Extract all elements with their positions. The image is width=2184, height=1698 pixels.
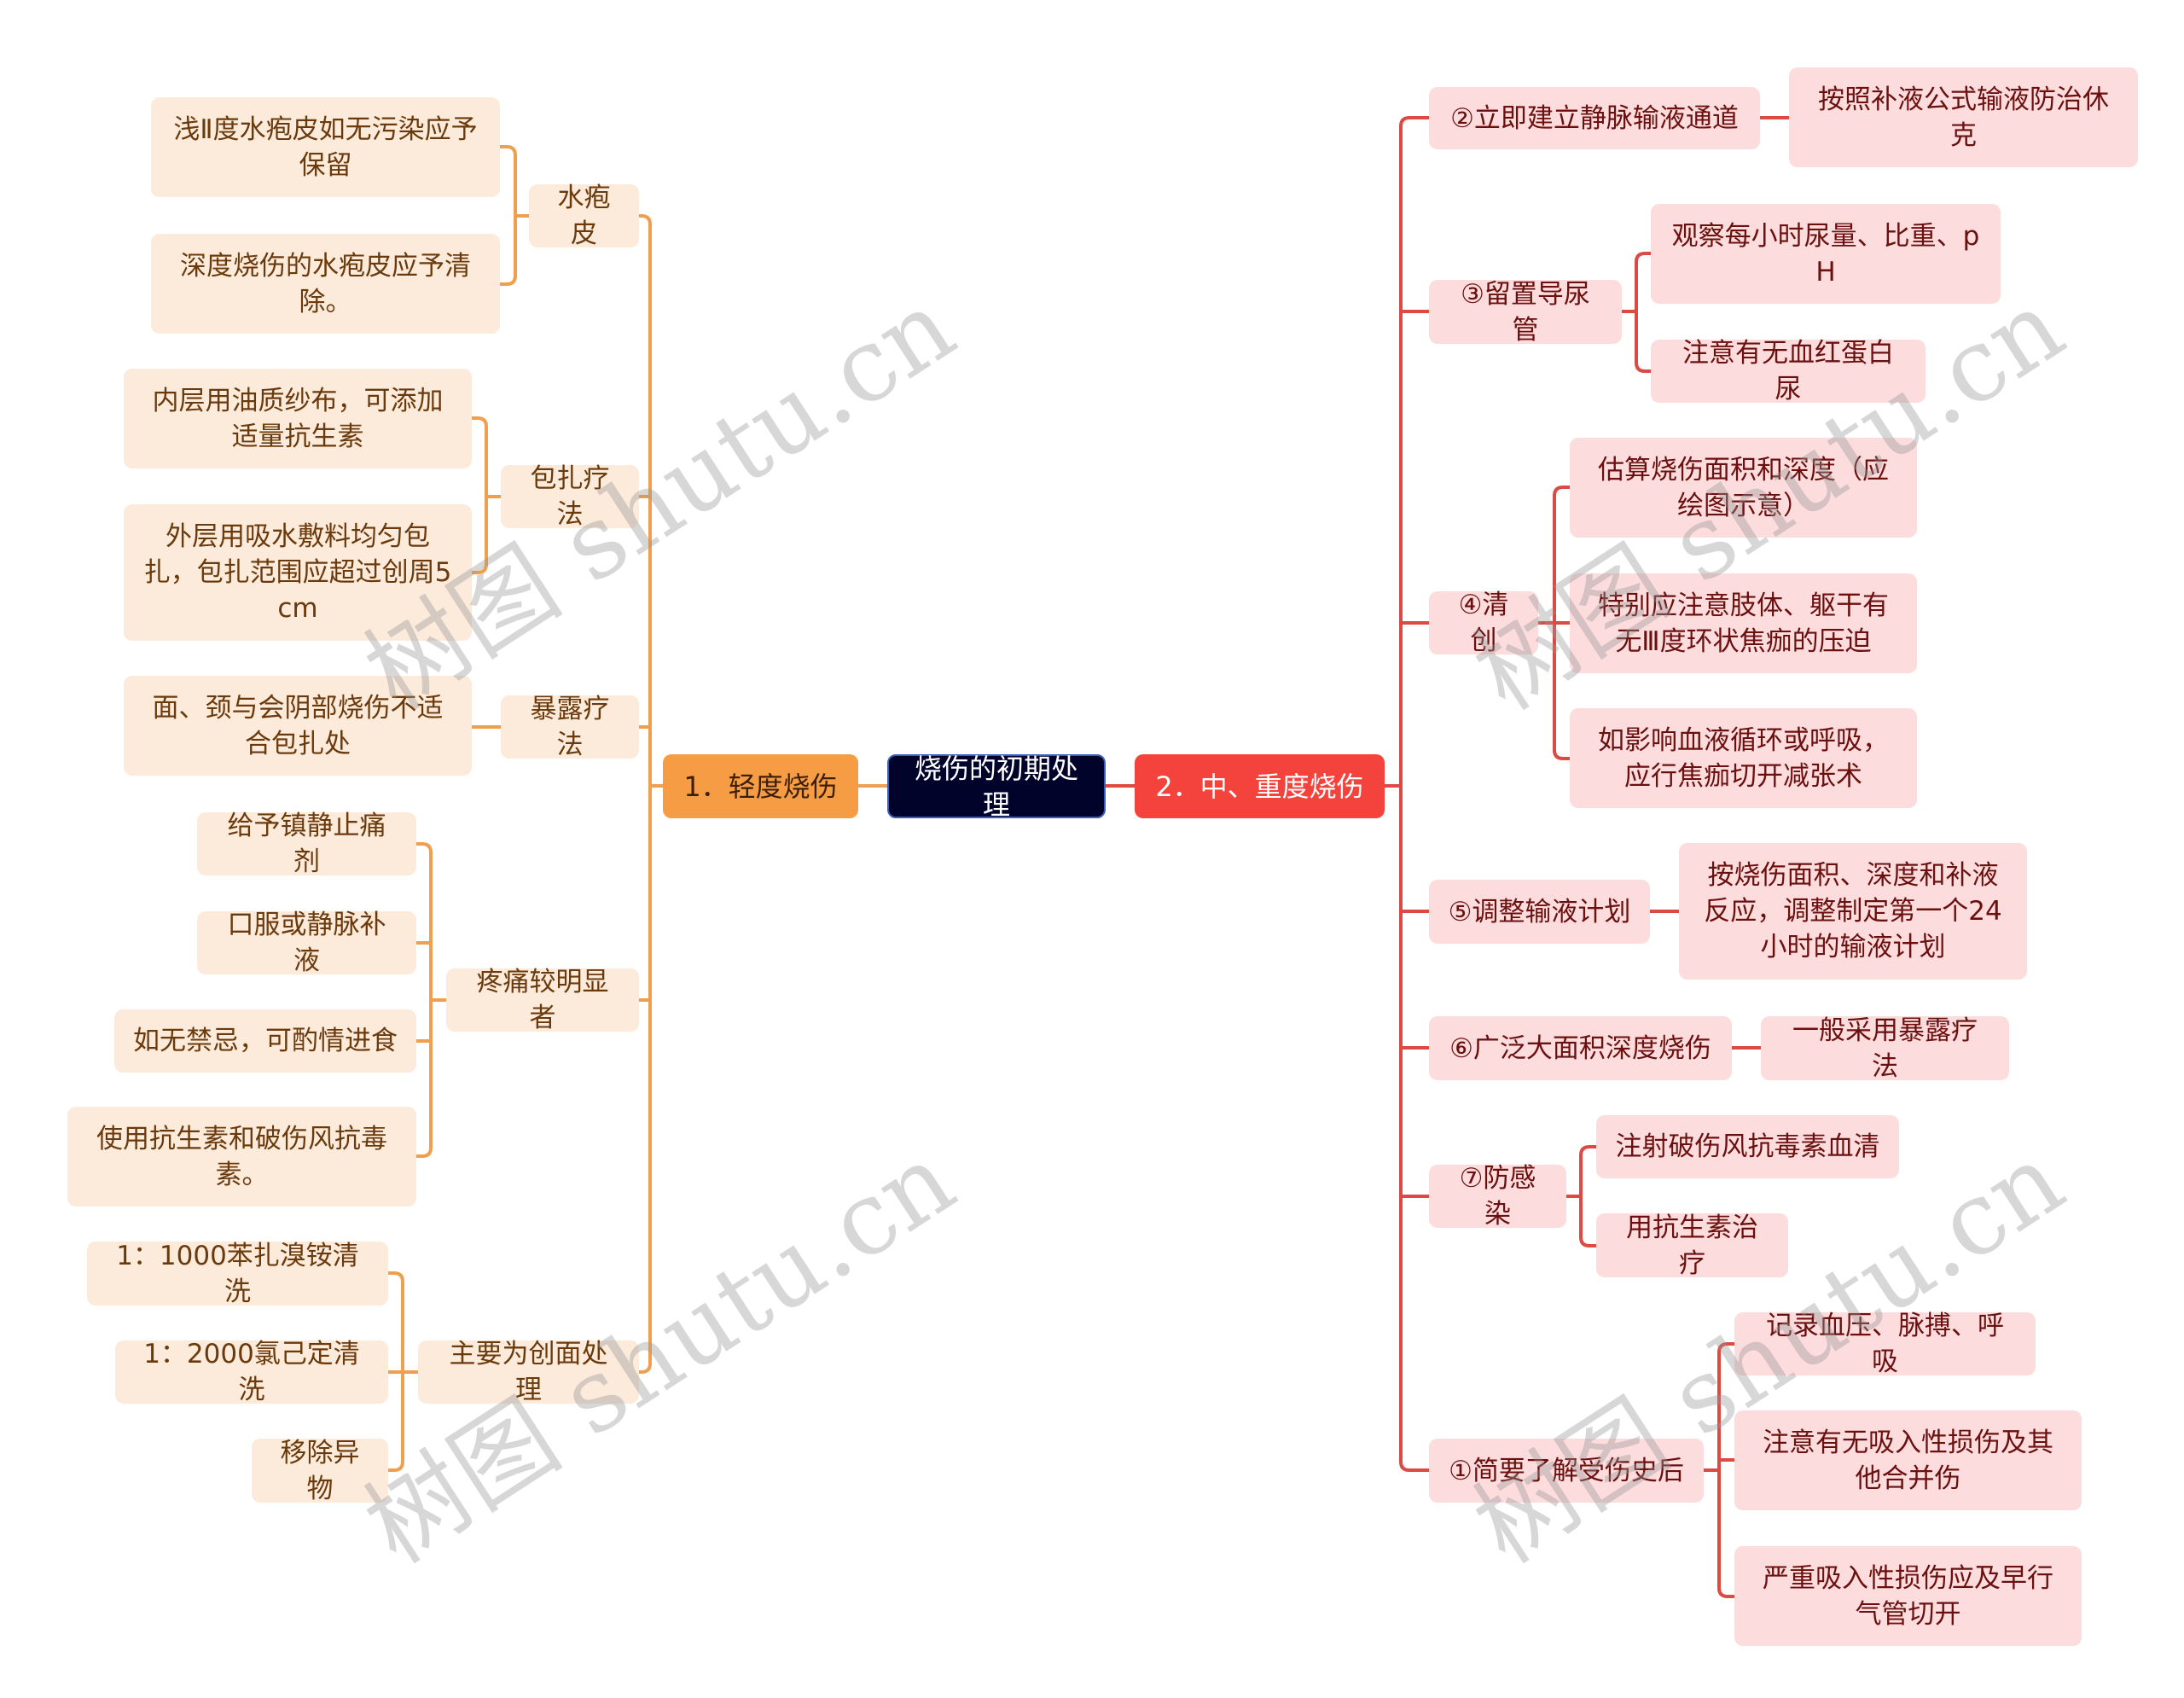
topic-label: ②立即建立静脉输液通道 bbox=[1450, 102, 1739, 134]
leaf-label: 口服或静脉补液 bbox=[227, 910, 386, 976]
topic-label: ①简要了解受伤史后 bbox=[1449, 1455, 1684, 1486]
leaf-label: 外层用吸水敷料均匀包扎，包扎范围应超过创周5cm bbox=[143, 521, 452, 624]
topic-wound-treatment[interactable]: 主要为创面处理 bbox=[418, 1339, 639, 1405]
leaf-label: 特别应注意肢体、躯干有无Ⅲ度环状焦痂的压迫 bbox=[1598, 590, 1889, 657]
topic-label: ⑥广泛大面积深度烧伤 bbox=[1449, 1032, 1711, 1064]
topic-bandage-therapy[interactable]: 包扎疗法 bbox=[501, 463, 639, 530]
topic-blister-skin[interactable]: 水疱皮 bbox=[529, 183, 639, 249]
leaf-node[interactable]: 1：1000苯扎溴铵清洗 bbox=[87, 1241, 388, 1307]
topic-catheter[interactable]: ③留置导尿管 bbox=[1429, 279, 1622, 346]
leaf-node[interactable]: 观察每小时尿量、比重、pH bbox=[1651, 204, 2001, 304]
topic-label: ③留置导尿管 bbox=[1461, 278, 1590, 346]
topic-injury-history[interactable]: ①简要了解受伤史后 bbox=[1429, 1439, 1704, 1503]
leaf-node[interactable]: 深度烧伤的水疱皮应予清除。 bbox=[151, 234, 500, 334]
topic-label: 包扎疗法 bbox=[530, 463, 610, 530]
topic-label: ④清创 bbox=[1458, 590, 1509, 656]
leaf-node[interactable]: 外层用吸水敷料均匀包扎，包扎范围应超过创周5cm bbox=[124, 504, 472, 641]
leaf-node[interactable]: 口服或静脉补液 bbox=[197, 910, 416, 976]
leaf-node[interactable]: 面、颈与会阴部烧伤不适合包扎处 bbox=[124, 676, 472, 776]
leaf-node[interactable]: 移除异物 bbox=[252, 1438, 388, 1504]
branch-severe-burn[interactable]: 2．中、重度烧伤 bbox=[1135, 754, 1385, 818]
leaf-label: 深度烧伤的水疱皮应予清除。 bbox=[180, 250, 471, 317]
leaf-node[interactable]: 一般采用暴露疗法 bbox=[1761, 1015, 2009, 1082]
branch-mild-burn[interactable]: 1．轻度烧伤 bbox=[663, 754, 858, 818]
leaf-label: 观察每小时尿量、比重、pH bbox=[1671, 220, 1980, 288]
leaf-label: 1：1000苯扎溴铵清洗 bbox=[116, 1240, 359, 1307]
leaf-label: 用抗生素治疗 bbox=[1626, 1212, 1758, 1279]
leaf-node[interactable]: 按照补液公式输液防治休克 bbox=[1789, 67, 2138, 167]
topic-debridement[interactable]: ④清创 bbox=[1429, 590, 1538, 656]
leaf-label: 如影响血液循环或呼吸，应行焦痂切开减张术 bbox=[1598, 724, 1889, 792]
branch-label: 2．中、重度烧伤 bbox=[1155, 770, 1364, 803]
topic-extensive-burn[interactable]: ⑥广泛大面积深度烧伤 bbox=[1429, 1016, 1732, 1080]
leaf-label: 估算烧伤面积和深度（应绘图示意） bbox=[1598, 454, 1889, 521]
leaf-node[interactable]: 特别应注意肢体、躯干有无Ⅲ度环状焦痂的压迫 bbox=[1570, 573, 1917, 673]
leaf-label: 记录血压、脉搏、呼吸 bbox=[1766, 1311, 2004, 1377]
leaf-node[interactable]: 注意有无吸入性损伤及其他合并伤 bbox=[1734, 1410, 2082, 1510]
topic-label: ⑤调整输液计划 bbox=[1448, 896, 1631, 928]
topic-iv-channel[interactable]: ②立即建立静脉输液通道 bbox=[1429, 87, 1760, 149]
leaf-node[interactable]: 使用抗生素和破伤风抗毒素。 bbox=[67, 1107, 416, 1207]
topic-adjust-infusion[interactable]: ⑤调整输液计划 bbox=[1429, 880, 1650, 944]
topic-infection-prevention[interactable]: ⑦防感染 bbox=[1429, 1163, 1566, 1230]
leaf-node[interactable]: 记录血压、脉搏、呼吸 bbox=[1734, 1311, 2036, 1377]
root-node[interactable]: 烧伤的初期处理 bbox=[887, 753, 1106, 821]
leaf-node[interactable]: 注意有无血红蛋白尿 bbox=[1651, 338, 1926, 404]
leaf-label: 注意有无血红蛋白尿 bbox=[1682, 338, 1894, 404]
leaf-label: 1：2000氯己定清洗 bbox=[143, 1339, 360, 1405]
leaf-label: 面、颈与会阴部烧伤不适合包扎处 bbox=[152, 692, 444, 759]
leaf-label: 内层用油质纱布，可添加适量抗生素 bbox=[152, 385, 444, 452]
leaf-node[interactable]: 如影响血液循环或呼吸，应行焦痂切开减张术 bbox=[1570, 708, 1917, 808]
leaf-node[interactable]: 给予镇静止痛剂 bbox=[197, 811, 416, 877]
topic-label: 暴露疗法 bbox=[530, 694, 610, 760]
leaf-label: 按烧伤面积、深度和补液反应，调整制定第一个24小时的输液计划 bbox=[1704, 860, 2002, 962]
topic-label: 疼痛较明显者 bbox=[476, 967, 609, 1033]
leaf-node[interactable]: 1：2000氯己定清洗 bbox=[115, 1339, 388, 1405]
leaf-node[interactable]: 如无禁忌，可酌情进食 bbox=[114, 1009, 416, 1073]
topic-obvious-pain[interactable]: 疼痛较明显者 bbox=[446, 967, 639, 1033]
topic-exposure-therapy[interactable]: 暴露疗法 bbox=[501, 694, 639, 760]
leaf-node[interactable]: 估算烧伤面积和深度（应绘图示意） bbox=[1570, 438, 1917, 538]
leaf-node[interactable]: 按烧伤面积、深度和补液反应，调整制定第一个24小时的输液计划 bbox=[1679, 843, 2027, 980]
topic-label: 水疱皮 bbox=[557, 183, 611, 249]
leaf-label: 移除异物 bbox=[280, 1437, 360, 1504]
topic-label: 主要为创面处理 bbox=[449, 1339, 608, 1405]
leaf-node[interactable]: 内层用油质纱布，可添加适量抗生素 bbox=[124, 369, 472, 468]
leaf-label: 给予镇静止痛剂 bbox=[227, 811, 386, 877]
leaf-label: 一般采用暴露疗法 bbox=[1792, 1015, 1978, 1082]
leaf-label: 如无禁忌，可酌情进食 bbox=[133, 1026, 398, 1056]
leaf-node[interactable]: 严重吸入性损伤应及早行气管切开 bbox=[1734, 1546, 2082, 1646]
leaf-node[interactable]: 用抗生素治疗 bbox=[1596, 1212, 1788, 1279]
topic-label: ⑦防感染 bbox=[1459, 1163, 1536, 1230]
leaf-label: 严重吸入性损伤应及早行气管切开 bbox=[1763, 1562, 2053, 1630]
leaf-label: 浅Ⅱ度水疱皮如无污染应予保留 bbox=[173, 113, 478, 181]
leaf-node[interactable]: 注射破伤风抗毒素血清 bbox=[1596, 1115, 1899, 1178]
leaf-label: 注射破伤风抗毒素血清 bbox=[1615, 1131, 1880, 1162]
leaf-label: 注意有无吸入性损伤及其他合并伤 bbox=[1763, 1427, 2053, 1494]
leaf-label: 按照补液公式输液防治休克 bbox=[1818, 84, 2109, 151]
branch-label: 1．轻度烧伤 bbox=[683, 770, 838, 803]
leaf-node[interactable]: 浅Ⅱ度水疱皮如无污染应予保留 bbox=[151, 97, 500, 197]
root-label: 烧伤的初期处理 bbox=[914, 752, 1078, 821]
leaf-label: 使用抗生素和破伤风抗毒素。 bbox=[96, 1123, 387, 1190]
